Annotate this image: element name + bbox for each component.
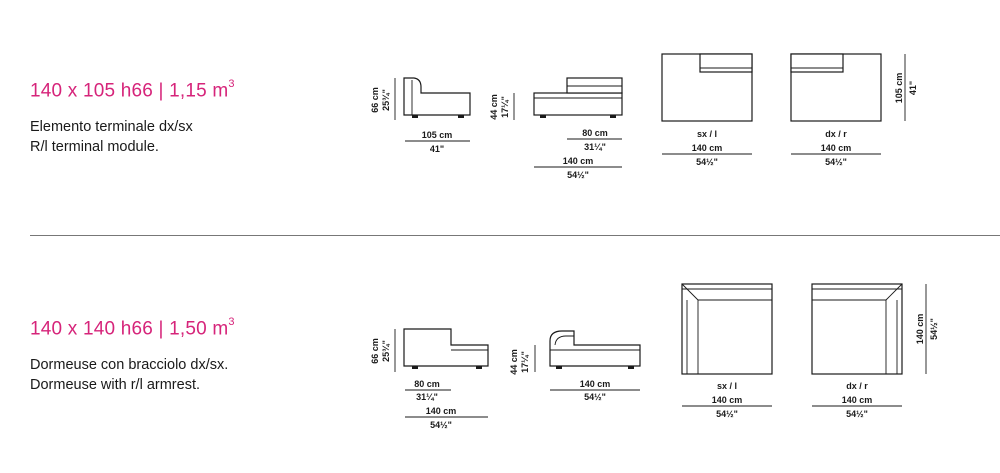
m1-plan-right-label: dx / r	[825, 129, 847, 139]
m2-height-cm: 66 cm	[370, 338, 380, 364]
m2-side-total-in: 54½"	[430, 420, 452, 430]
module-2-title-sup: 3	[228, 316, 235, 328]
m2-plan-left-corner	[681, 283, 699, 301]
m1-front-inner-cm: 80 cm	[582, 128, 608, 138]
m1-seat-in: 17¼"	[500, 96, 510, 118]
m1-plan-depth-in: 41"	[908, 81, 918, 95]
m1-side-view: 66 cm 25¾" 105 cm 41"	[370, 77, 471, 154]
section-divider	[30, 235, 1000, 236]
m2-front-arm-line	[554, 335, 574, 346]
module-1-title: 140 x 105 h66 | 1,15 m3	[30, 78, 235, 102]
m2-height-in: 25¾"	[381, 340, 391, 362]
m2-front-foot-b	[628, 366, 634, 369]
module-1-desc-en: R/l terminal module.	[30, 139, 159, 155]
m2-plan-right-cm: 140 cm	[842, 395, 873, 405]
m2-side-view: 66 cm 25¾" 80 cm 31¼" 140 cm 54½"	[370, 328, 489, 430]
m1-plan-right-back	[790, 53, 844, 73]
m1-plan-right-in: 54½"	[825, 157, 847, 167]
m1-plan-right-cm: 140 cm	[821, 143, 852, 153]
m1-plan-left-in: 54½"	[696, 157, 718, 167]
m1-plan-left-back	[699, 53, 753, 73]
module-2-desc-en: Dormeuse with r/l armrest.	[30, 377, 201, 393]
m2-side-foot-b	[476, 366, 482, 369]
m1-height-in: 25¾"	[381, 89, 391, 111]
m2-plan-depth-cm: 140 cm	[915, 314, 925, 345]
m2-side-inner-cm: 80 cm	[414, 379, 440, 389]
m2-front-cm: 140 cm	[580, 379, 611, 389]
m1-seat-cm: 44 cm	[489, 94, 499, 120]
module-1-title-sup: 3	[228, 78, 235, 90]
m2-front-foot-a	[556, 366, 562, 369]
m2-side-foot-a	[412, 366, 418, 369]
module-2-description: Dormeuse con bracciolo dx/sx. Dormeuse w…	[30, 355, 228, 395]
module-1-title-text: 140 x 105 h66 | 1,15 m	[30, 80, 229, 102]
m1-front-foot-a	[540, 115, 546, 118]
m2-front-in: 54½"	[584, 392, 606, 402]
m1-side-shape	[403, 77, 471, 116]
m1-plan-right: dx / r 140 cm 54½" 105 cm 41"	[790, 53, 918, 167]
module-2-desc-it: Dormeuse con bracciolo dx/sx.	[30, 357, 229, 373]
m2-plan-depth-in: 54½"	[929, 318, 939, 340]
m1-side-foot-a	[412, 115, 418, 118]
m1-front-foot-b	[610, 115, 616, 118]
m2-plan-right-label: dx / r	[846, 381, 868, 391]
m1-front-view: 44 cm 17¼" 80 cm 31¼" 140 cm 54½"	[489, 77, 623, 180]
m2-plan-left-in: 54½"	[716, 409, 738, 419]
m2-seat-cm: 44 cm	[509, 349, 519, 375]
m2-plan-left: sx / l 140 cm 54½"	[681, 283, 773, 419]
m1-height-cm: 66 cm	[370, 87, 380, 113]
module-2-title: 140 x 140 h66 | 1,50 m3	[30, 316, 235, 340]
m1-side-foot-b	[458, 115, 464, 118]
m2-plan-right-in: 54½"	[846, 409, 868, 419]
m2-front-shape	[549, 330, 641, 367]
m2-side-inner-in: 31¼"	[416, 392, 438, 402]
module-2-title-text: 140 x 140 h66 | 1,50 m	[30, 318, 229, 340]
m1-front-back	[566, 77, 623, 94]
m2-plan-left-label: sx / l	[717, 381, 737, 391]
m2-plan-left-cm: 140 cm	[712, 395, 743, 405]
m2-front-view: 44 cm 17¼" 140 cm 54½"	[509, 330, 641, 402]
module-1-desc-it: Elemento terminale dx/sx	[30, 119, 193, 135]
m1-plan-left: sx / l 140 cm 54½"	[661, 53, 753, 167]
m2-plan-right-corner	[885, 283, 903, 301]
m1-plan-depth-cm: 105 cm	[894, 73, 904, 104]
m2-seat-in: 17¼"	[520, 351, 530, 373]
module-1-description: Elemento terminale dx/sx R/l terminal mo…	[30, 117, 193, 157]
m2-plan-right: dx / r 140 cm 54½" 140 cm 54½"	[811, 283, 939, 419]
m1-depth-cm: 105 cm	[422, 130, 453, 140]
m2-side-total-cm: 140 cm	[426, 406, 457, 416]
m2-side-shape	[403, 328, 489, 367]
m2-plan-left-back-arm	[682, 283, 773, 374]
m1-plan-left-cm: 140 cm	[692, 143, 723, 153]
m1-plan-left-label: sx / l	[697, 129, 717, 139]
m1-front-inner-in: 31¼"	[584, 142, 606, 152]
m1-depth-in: 41"	[430, 144, 444, 154]
m1-front-base	[533, 92, 623, 116]
m1-front-total-in: 54½"	[567, 170, 589, 180]
m1-front-total-cm: 140 cm	[563, 156, 594, 166]
